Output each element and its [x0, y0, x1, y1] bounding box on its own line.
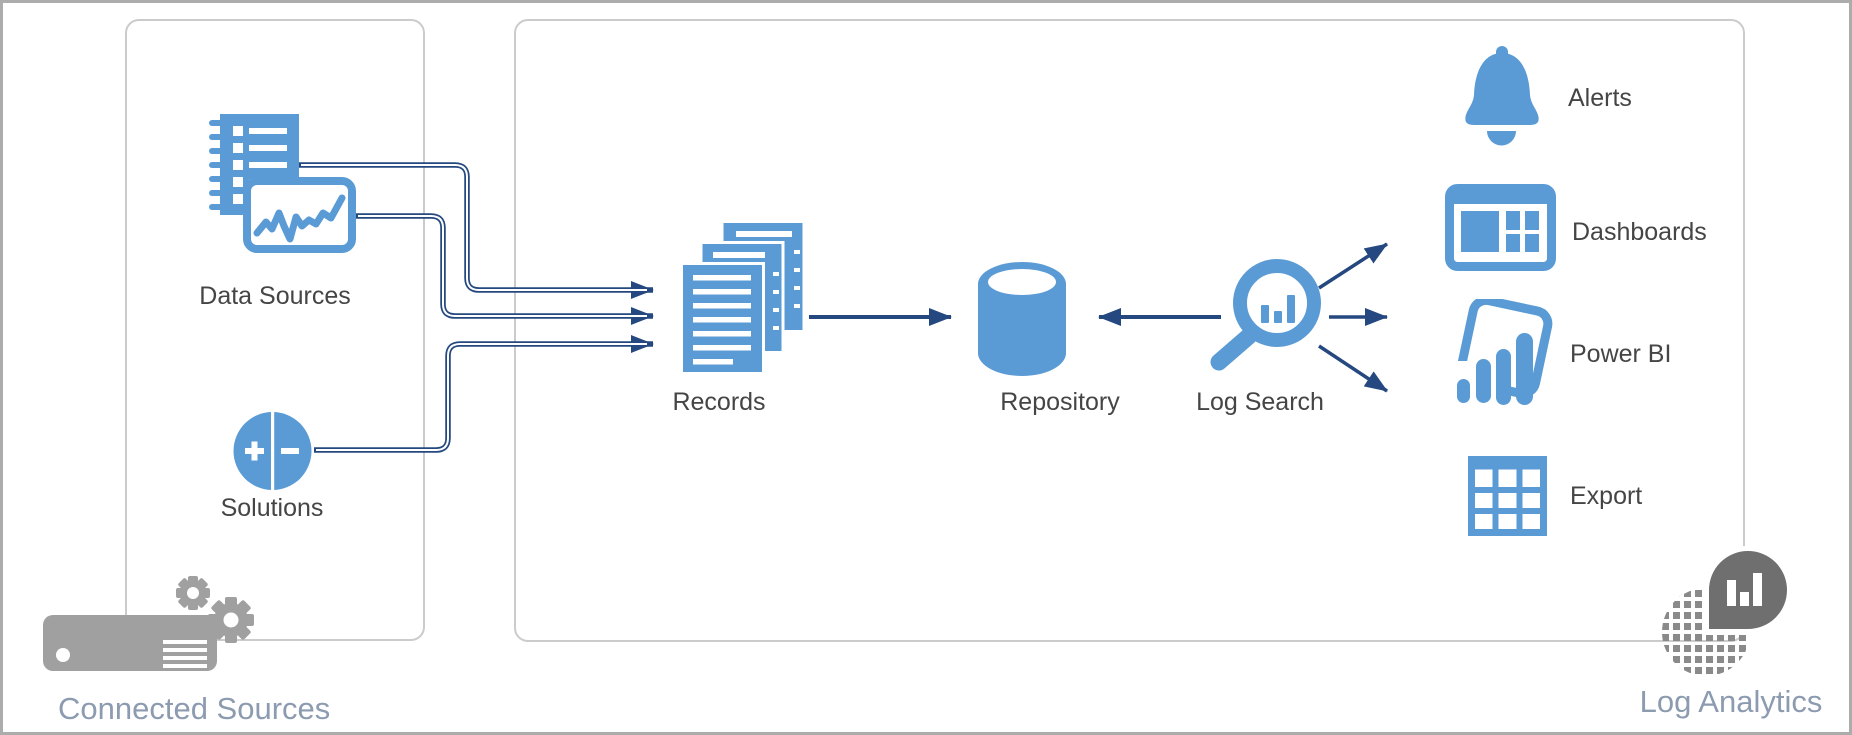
power-bi-icon — [1455, 299, 1555, 411]
log-analytics-label: Log Analytics — [1639, 684, 1823, 719]
data-sources-label: Data Sources — [199, 282, 351, 310]
dashboards-icon — [1445, 184, 1556, 271]
log-search-label: Log Search — [1196, 388, 1324, 416]
solutions-label: Solutions — [220, 494, 324, 522]
log-search-icon — [1199, 255, 1329, 373]
repository-label: Repository — [1000, 388, 1120, 416]
solutions-icon — [233, 410, 312, 493]
power-bi-label: Power BI — [1570, 340, 1672, 368]
log-analytics-logo — [1662, 546, 1794, 678]
repository-icon — [977, 260, 1067, 378]
connected-sources-server-icon — [43, 563, 263, 675]
data-sources-chart-icon — [243, 177, 356, 253]
dashboards-label: Dashboards — [1572, 218, 1707, 246]
alerts-label: Alerts — [1568, 84, 1632, 112]
export-grid-icon — [1468, 456, 1547, 536]
records-label: Records — [672, 388, 766, 416]
export-label: Export — [1570, 482, 1643, 510]
connected-sources-label: Connected Sources — [58, 691, 331, 726]
connected-sources-group-box — [125, 19, 425, 641]
alerts-bell-icon — [1460, 46, 1545, 147]
records-icon — [680, 220, 806, 375]
log-analytics-group-box — [514, 19, 1745, 642]
